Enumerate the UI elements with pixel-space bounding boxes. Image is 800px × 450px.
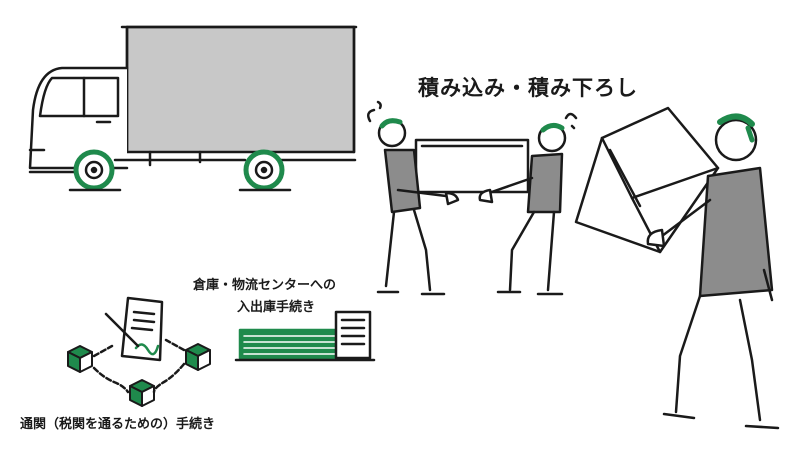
- warehouse-procedure-label-line2: 入出庫手続き: [237, 300, 316, 315]
- document-blockchain-icon: [67, 296, 211, 407]
- warehouse-procedure-label-line1: 倉庫・物流センターへの: [193, 278, 337, 293]
- truck-wheel-rear: [243, 149, 285, 191]
- customs-procedure-label: 通関（税関を通るための）手続き: [20, 417, 216, 432]
- warehouse-building-icon: [234, 310, 376, 362]
- loading-unloading-title: 積み込み・積み下ろし: [418, 76, 638, 100]
- worker-holding-box-illustration: [574, 106, 780, 430]
- truck-wheel-front: [73, 149, 115, 191]
- delivery-truck-illustration: [28, 25, 358, 192]
- two-workers-carrying-box-illustration: [366, 100, 578, 296]
